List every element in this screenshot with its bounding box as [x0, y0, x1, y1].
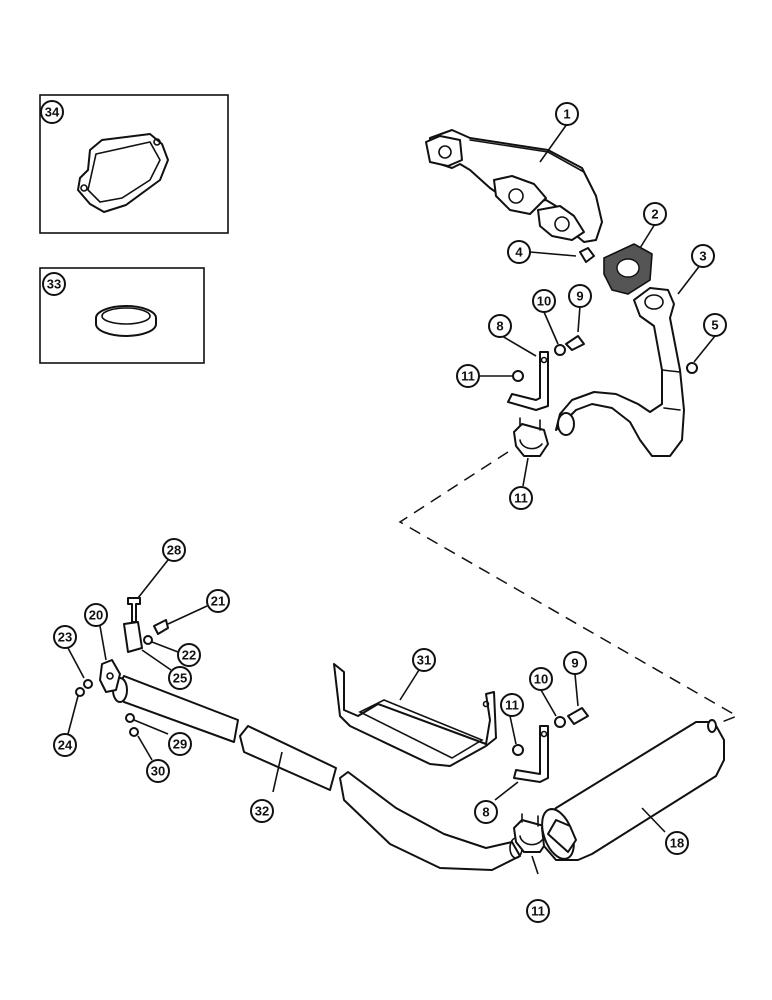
callout-9-upper: 9	[568, 284, 592, 308]
bracket-25	[123, 621, 143, 653]
callout-8-lower-label: 8	[482, 805, 489, 820]
callout-28-label: 28	[167, 543, 181, 558]
nut-5	[686, 362, 698, 374]
callout-32: 32	[250, 799, 274, 823]
washer-23	[83, 679, 93, 689]
callout-3-label: 3	[699, 249, 706, 264]
callout-20-label: 20	[89, 608, 103, 623]
callout-11-lower-clamp: 11	[526, 899, 550, 923]
callout-28: 28	[162, 538, 186, 562]
callout-18: 18	[665, 831, 689, 855]
callout-9-upper-label: 9	[576, 289, 583, 304]
lower-bolt-9	[567, 707, 589, 725]
callout-30-label: 30	[151, 764, 165, 779]
callout-22-label: 22	[182, 648, 196, 663]
callout-8-upper-label: 8	[496, 319, 503, 334]
callout-34-label: 34	[45, 105, 60, 120]
callout-24-label: 24	[58, 738, 73, 753]
callout-1: 1	[555, 102, 579, 126]
callout-29-label: 29	[173, 737, 187, 752]
callout-21: 21	[206, 589, 230, 613]
inset-34-gasket	[39, 94, 229, 234]
screw-21	[153, 619, 169, 635]
callout-1-label: 1	[563, 107, 570, 122]
callout-4-label: 4	[515, 245, 523, 260]
callout-10-upper-label: 10	[537, 294, 551, 309]
upper-bolt-9	[565, 335, 585, 351]
upper-nut-11	[512, 370, 524, 382]
upper-bracket-8	[507, 351, 549, 411]
upper-clamp-11	[513, 417, 549, 457]
inset-33-cap	[39, 267, 205, 364]
lower-washer-10	[554, 716, 566, 728]
upper-washer-10	[554, 344, 566, 356]
callout-23: 23	[53, 625, 77, 649]
callout-31: 31	[412, 648, 436, 672]
callout-33: 33	[42, 272, 66, 296]
callout-10-lower-label: 10	[534, 672, 548, 687]
callout-25-label: 25	[173, 671, 187, 686]
nut-30	[129, 727, 139, 737]
callout-11-upper-clamp: 11	[509, 486, 533, 510]
callout-31-label: 31	[417, 653, 431, 668]
tailpipe	[112, 675, 523, 871]
exhaust-downpipe	[555, 287, 685, 457]
callout-11-upper-nut: 11	[456, 364, 480, 388]
callout-11-upper-clamp-label: 11	[514, 491, 528, 506]
lower-nut-11	[512, 744, 524, 756]
exhaust-manifold	[425, 129, 603, 243]
callout-32-label: 32	[255, 804, 269, 819]
callout-18-label: 18	[670, 836, 684, 851]
callout-23-label: 23	[58, 630, 72, 645]
callout-8-upper: 8	[488, 314, 512, 338]
callout-20: 20	[84, 603, 108, 627]
manifold-gasket	[603, 243, 653, 295]
stud-4	[579, 247, 595, 263]
callout-34: 34	[40, 100, 64, 124]
callout-22: 22	[177, 643, 201, 667]
callout-5: 5	[703, 313, 727, 337]
callout-21-label: 21	[211, 594, 225, 609]
callout-10-upper: 10	[532, 289, 556, 313]
nut-24	[75, 687, 85, 697]
callout-29: 29	[168, 732, 192, 756]
leader-lines	[67, 123, 716, 875]
callout-24: 24	[53, 733, 77, 757]
routing-dashed-line	[398, 451, 739, 723]
callout-30: 30	[146, 759, 170, 783]
callout-8-lower: 8	[474, 800, 498, 824]
washer-22	[143, 635, 153, 645]
callout-33-label: 33	[47, 277, 61, 292]
heat-shield	[333, 663, 497, 767]
callout-10-lower: 10	[529, 667, 553, 691]
washer-29	[125, 713, 135, 723]
muffler	[541, 719, 725, 861]
callout-2-label: 2	[651, 207, 658, 222]
callout-25: 25	[168, 666, 192, 690]
callout-9-lower-label: 9	[571, 656, 578, 671]
lower-bracket-8	[513, 725, 549, 783]
callout-2: 2	[643, 202, 667, 226]
callout-4: 4	[507, 240, 531, 264]
callout-11-lower-nut-label: 11	[505, 698, 519, 713]
callout-5-label: 5	[711, 318, 718, 333]
clamp-20	[99, 659, 121, 693]
callout-3: 3	[691, 244, 715, 268]
callout-11-upper-nut-label: 11	[461, 369, 475, 384]
callout-11-lower-nut: 11	[500, 693, 524, 717]
callout-11-lower-clamp-label: 11	[531, 904, 545, 919]
callout-9-lower: 9	[563, 651, 587, 675]
bolt-28	[127, 597, 141, 623]
